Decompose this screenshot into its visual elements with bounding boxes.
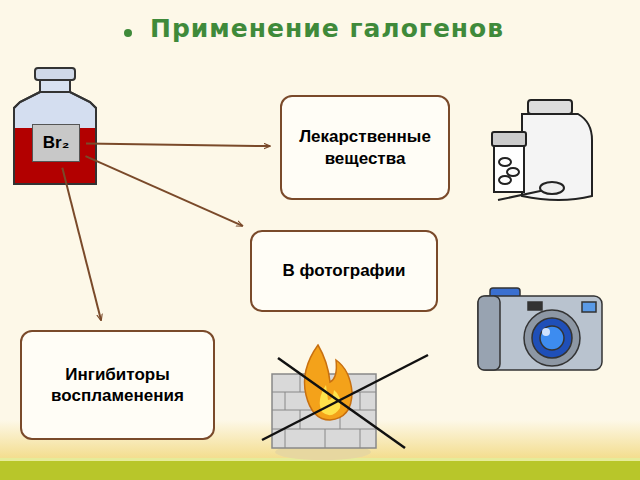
node-text: В фотографии (283, 260, 406, 281)
node-text: Лекарственные вещества (290, 126, 440, 169)
camera-icon (478, 288, 602, 370)
medicine-icon (492, 100, 592, 200)
use-box: Ингибиторы воспламенения (20, 330, 215, 440)
node-text: Br₂ (43, 133, 69, 153)
arrow-connector (85, 156, 242, 226)
arrow-connector (62, 168, 101, 320)
bottle-label: Br₂ (32, 124, 80, 162)
bromine-bottle (14, 68, 96, 184)
slide-title: Применение галогенов (150, 14, 570, 43)
arrow-connector (86, 143, 270, 146)
fire-crossed-icon (262, 345, 428, 460)
use-box: В фотографии (250, 230, 438, 312)
use-box: Лекарственные вещества (280, 95, 450, 200)
node-text: Ингибиторы воспламенения (30, 364, 205, 407)
